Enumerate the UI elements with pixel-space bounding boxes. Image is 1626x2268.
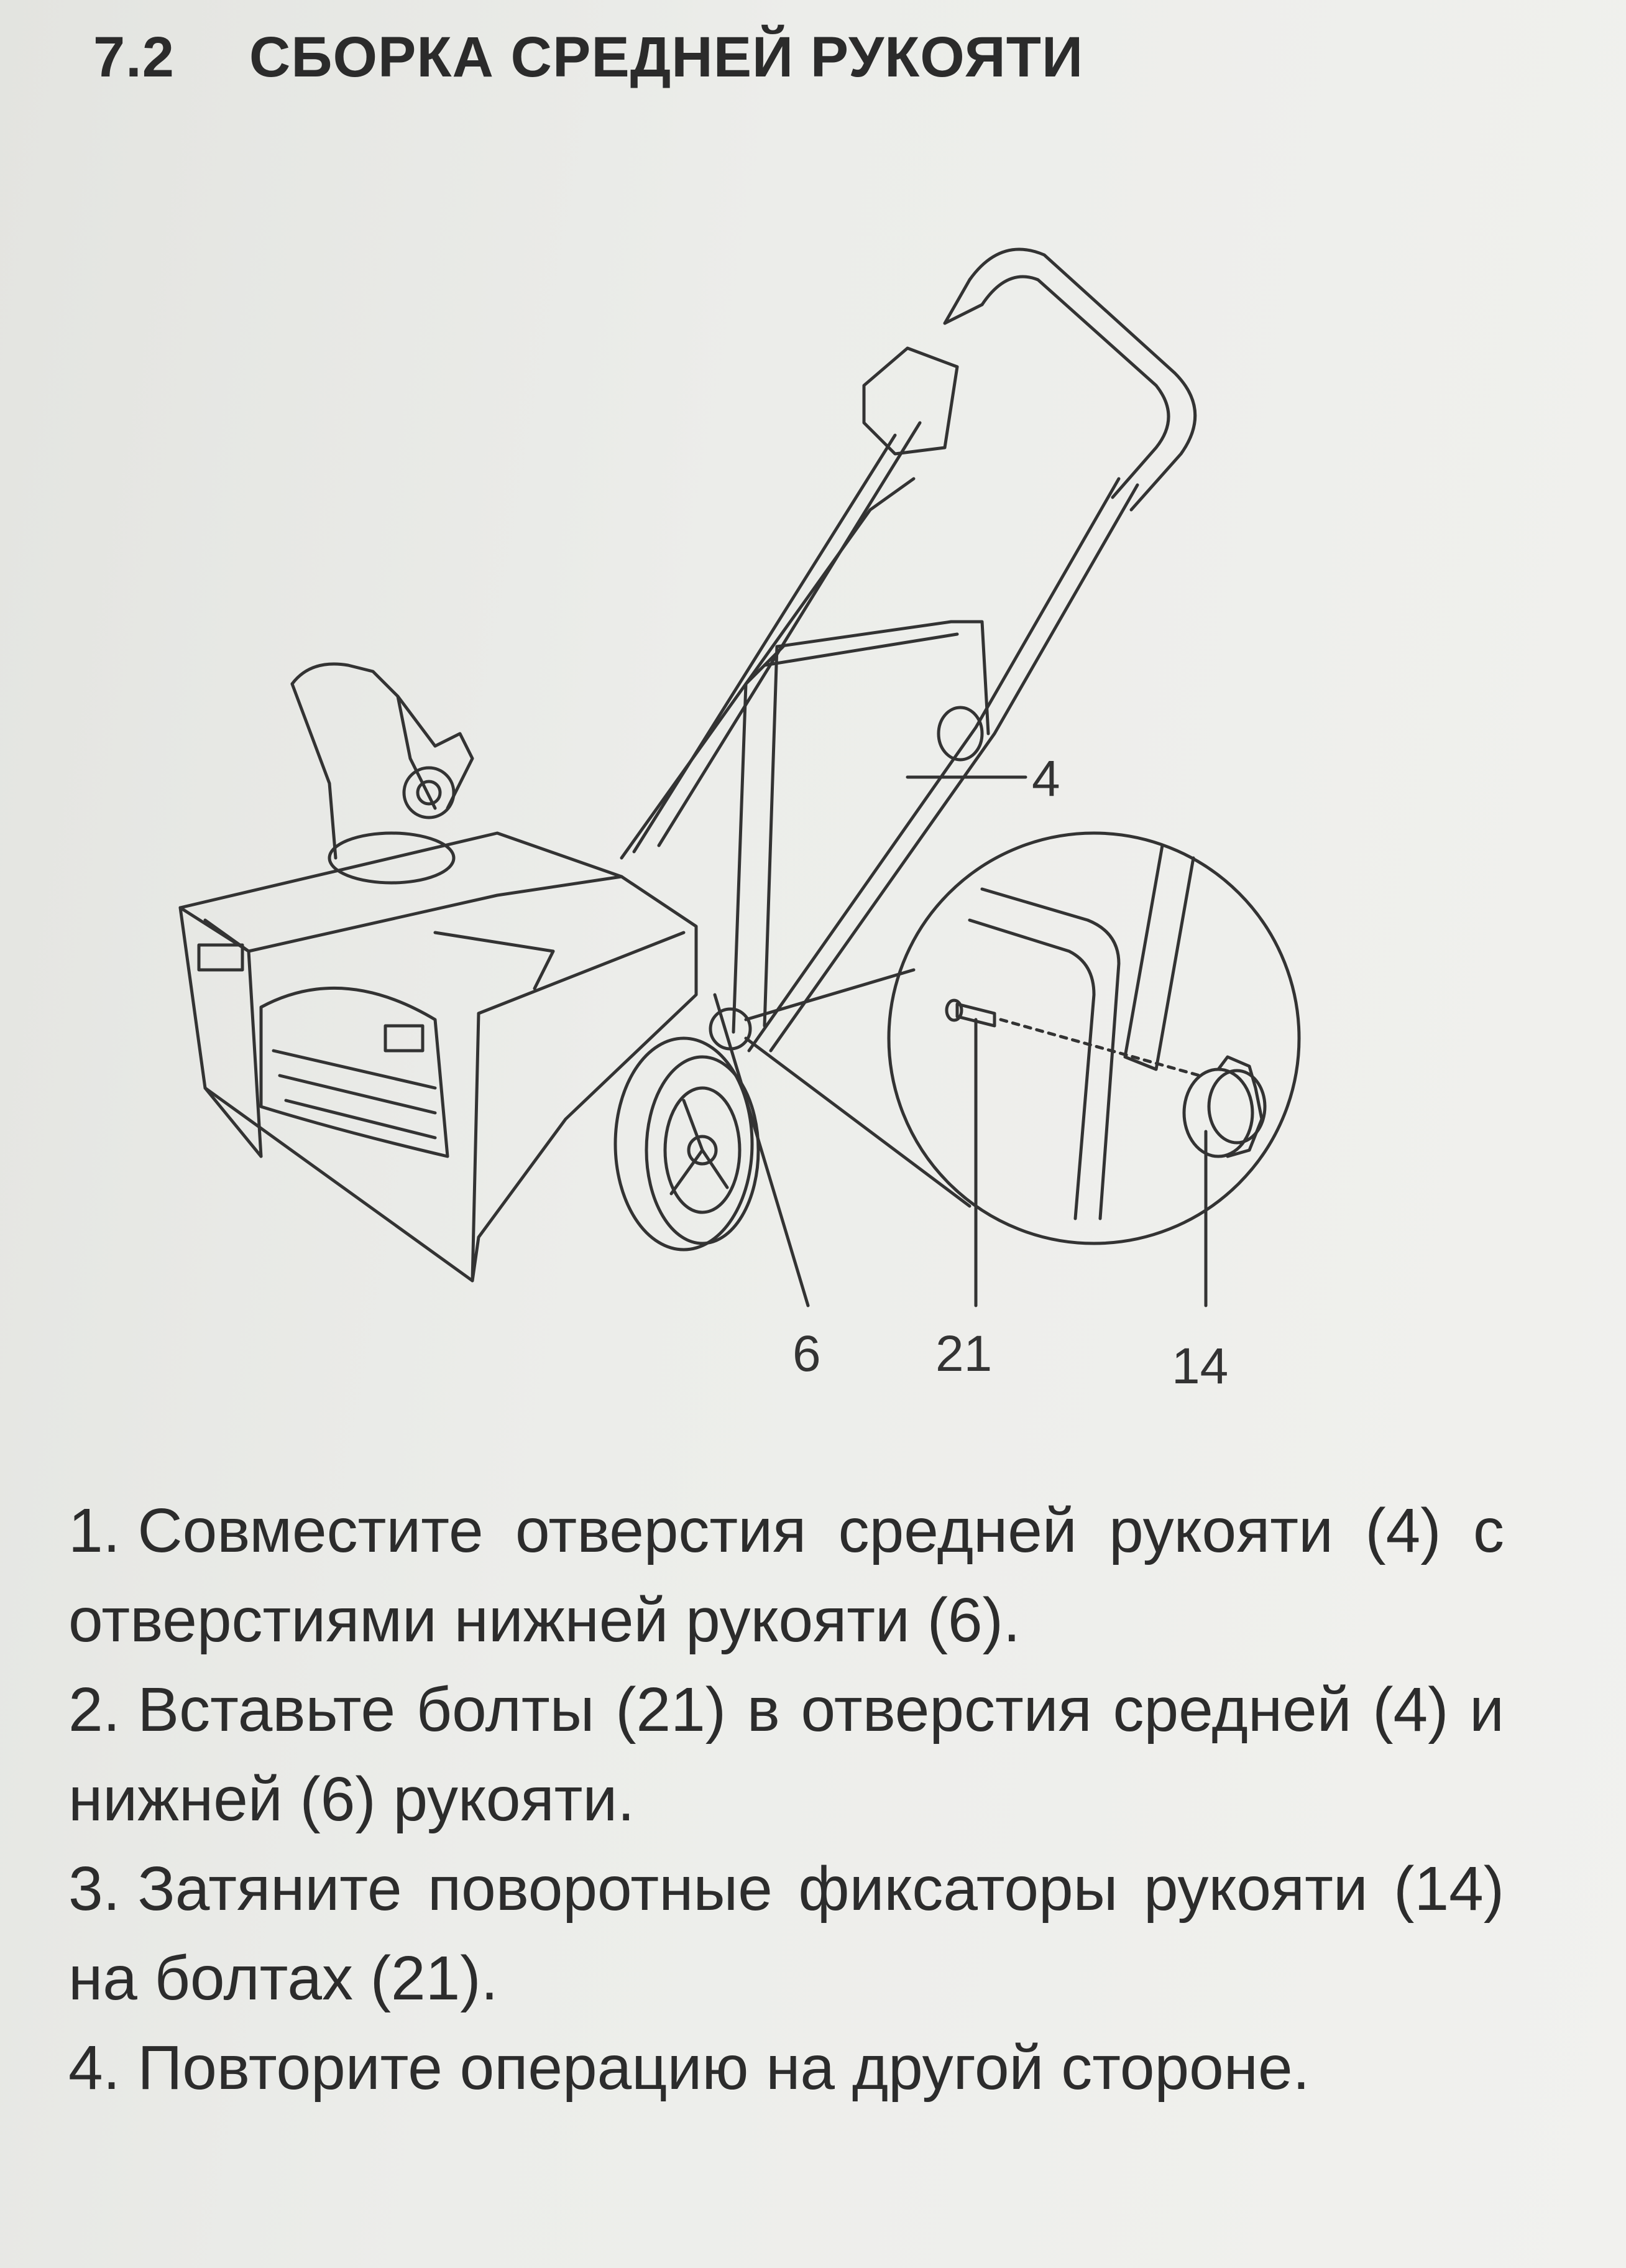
instruction-step: 4.Повторите операцию на другой стороне. — [68, 2033, 1310, 2103]
detail-circle — [887, 831, 1301, 1307]
switch-box — [862, 346, 959, 456]
instruction-step: 3.Затяните поворотные фиксаторы рукояти … — [68, 1854, 1504, 2013]
instruction-list: 1.Совместите отверстия средней рукояти (… — [68, 1486, 1504, 2113]
callout-line-6 — [713, 993, 810, 1307]
rotary-knob-14 — [1182, 1055, 1267, 1158]
detail-leader — [744, 968, 971, 1208]
callout-4: 4 — [1032, 750, 1060, 807]
bolt-21 — [955, 1002, 996, 1028]
section-title: СБОРКА СРЕДНЕЙ РУКОЯТИ — [249, 25, 1084, 89]
upper-handle — [943, 247, 1197, 512]
callout-21: 21 — [935, 1325, 992, 1382]
wheel — [613, 1036, 760, 1252]
section-number: 7.2 — [93, 25, 175, 89]
handle-bars — [620, 421, 1139, 1053]
callout-6: 6 — [792, 1325, 821, 1382]
handle-knob — [937, 706, 984, 762]
section-heading: 7.2 СБОРКА СРЕДНЕЙ РУКОЯТИ — [93, 25, 1083, 90]
auger-housing — [178, 831, 698, 1283]
discharge-chute — [290, 662, 474, 885]
instruction-step: 2.Вставьте болты (21) в отверстия средне… — [68, 1675, 1504, 1834]
callout-14: 14 — [1172, 1338, 1228, 1394]
snow-thrower-assembly-diagram: 4 6 21 14 — [178, 247, 1301, 1394]
instruction-step: 1.Совместите отверстия средней рукояти (… — [68, 1496, 1504, 1655]
